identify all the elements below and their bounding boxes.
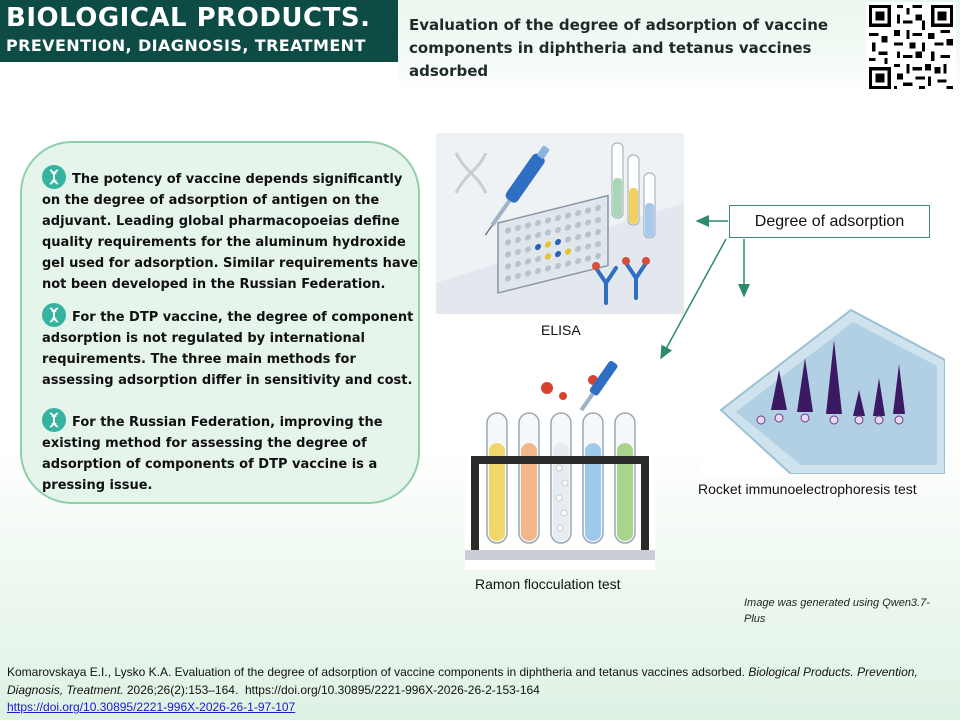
paper-title: Evaluation of the degree of adsorption o… xyxy=(409,16,829,80)
dna-icon xyxy=(42,303,66,327)
citation: Komarovskaya E.I., Lysko K.A. Evaluation… xyxy=(7,663,952,699)
citation-authors-title: Komarovskaya E.I., Lysko K.A. Evaluation… xyxy=(7,665,745,679)
rocket-caption: Rocket immunoelectrophoresis test xyxy=(698,481,917,497)
generation-note: Image was generated using Qwen3.7-Plus xyxy=(744,597,930,625)
journal-brand-banner: BIOLOGICAL PRODUCTS. PREVENTION, DIAGNOS… xyxy=(0,0,398,62)
elisa-plate-pipette-illustration xyxy=(436,133,684,314)
electrophoresis-gel-illustration xyxy=(701,300,945,474)
summary-box: The potency of vaccine depends significa… xyxy=(20,141,420,504)
summary-point-2: For the DTP vaccine, the degree of compo… xyxy=(42,303,422,391)
citation-doi: https://doi.org/10.30895/2221-996X-2026-… xyxy=(244,683,540,697)
dna-icon xyxy=(42,408,66,432)
summary-point-2-text: For the DTP vaccine, the degree of compo… xyxy=(42,310,414,388)
arrow-to-ramon xyxy=(660,238,727,360)
summary-point-3: For the Russian Federation, improving th… xyxy=(42,408,422,496)
doi-link[interactable]: https://doi.org/10.30895/2221-996X-2026-… xyxy=(7,700,296,714)
citation-details: 2026;26(2):153–164. xyxy=(126,683,239,697)
summary-point-1-text: The potency of vaccine depends significa… xyxy=(42,172,418,292)
summary-point-1: The potency of vaccine depends significa… xyxy=(42,165,422,295)
elisa-caption: ELISA xyxy=(541,322,581,338)
degree-of-adsorption-label: Degree of adsorption xyxy=(729,205,930,238)
journal-name: BIOLOGICAL PRODUCTS. xyxy=(6,3,371,33)
qr-code-icon[interactable] xyxy=(866,2,956,92)
test-tube-rack-illustration xyxy=(465,358,655,570)
summary-point-3-text: For the Russian Federation, improving th… xyxy=(42,415,383,493)
citation-journal: Biological Products. Prevention, Diagnos… xyxy=(7,665,918,697)
ramon-caption: Ramon flocculation test xyxy=(475,576,621,592)
journal-subtitle: PREVENTION, DIAGNOSIS, TREATMENT xyxy=(6,36,366,55)
dna-icon xyxy=(42,165,66,189)
